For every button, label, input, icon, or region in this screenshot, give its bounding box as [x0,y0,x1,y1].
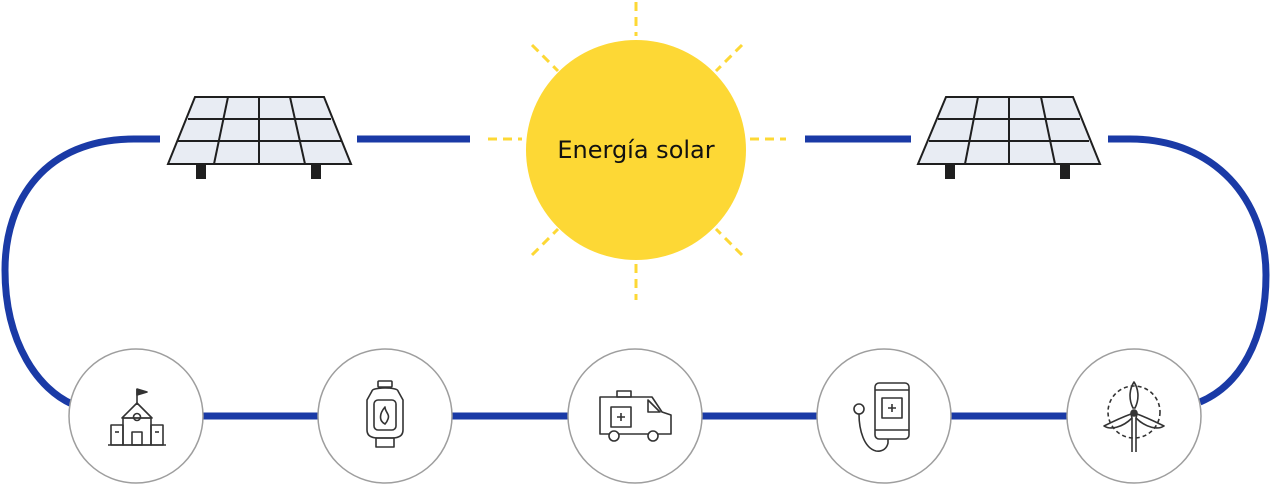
node-circle-mobile-health [816,348,952,484]
connector-line [1,135,1270,420]
mobile-health-icon [853,382,910,452]
wind-turbine-icon [1103,381,1165,452]
right-loop-line [1108,135,1270,406]
school-icon [108,388,166,446]
node-circle-lamp [317,348,453,484]
left-loop-line [1,135,160,408]
sun-icon [526,40,746,260]
node-circle-school [68,348,204,484]
sun-label: Energía solar [557,136,715,164]
solar-panel-right-icon [916,96,1102,179]
gas-lamp-icon [366,380,404,448]
solar-panel-left-icon [166,96,353,179]
sun-rays [488,2,786,300]
node-circle-ambulance [567,348,703,484]
ambulance-icon [599,390,672,442]
